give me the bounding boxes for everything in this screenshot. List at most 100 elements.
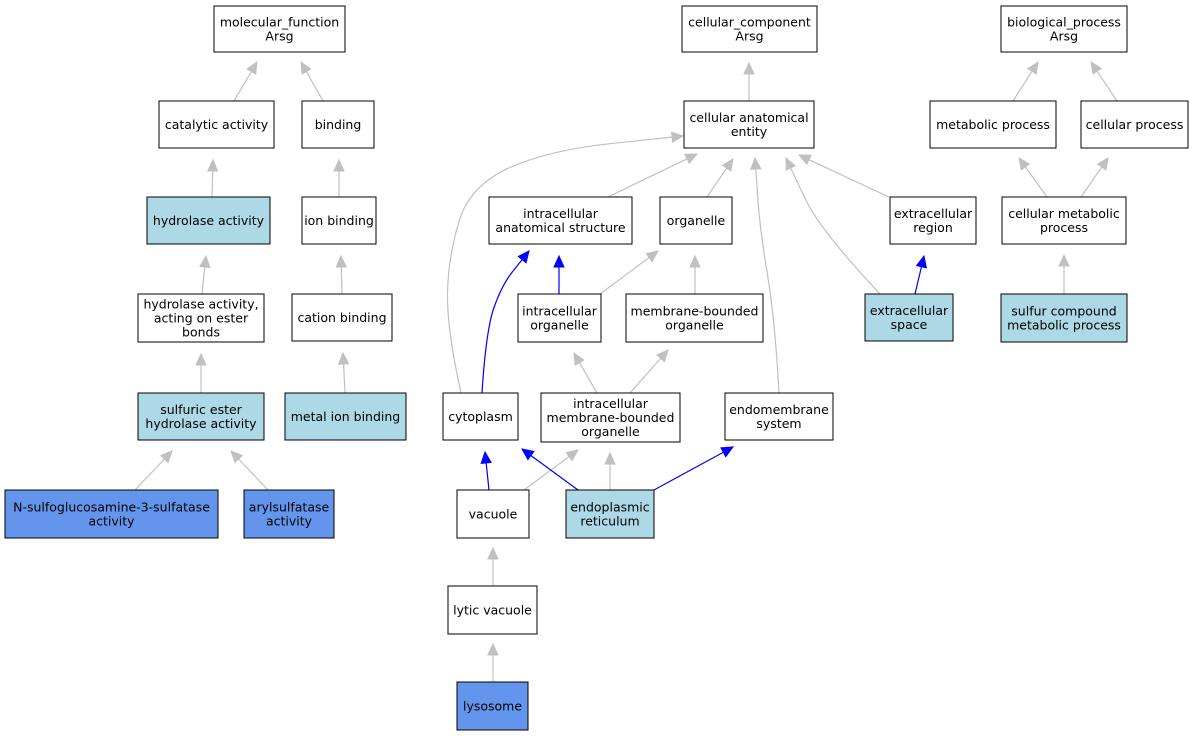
edge-lytic-to-vacuole bbox=[487, 546, 499, 586]
node-label-line: system bbox=[756, 416, 801, 431]
go-term-node-hydrolase[interactable]: hydrolase activity bbox=[146, 196, 271, 245]
node-label-line: space bbox=[891, 317, 928, 332]
edge-intraorg-to-ias-arrowhead bbox=[553, 254, 565, 268]
go-term-node-catalytic[interactable]: catalytic activity bbox=[158, 100, 275, 149]
edge-metalion-to-cationbinding-arrowhead bbox=[337, 351, 350, 365]
node-label-line: vacuole bbox=[469, 507, 518, 522]
edge-er-to-cytoplasm-line bbox=[530, 455, 579, 491]
edge-organelle-to-cae-line bbox=[706, 167, 728, 198]
go-term-node-ionbinding[interactable]: ion binding bbox=[301, 196, 377, 245]
edge-extraregion-to-cae-arrowhead bbox=[797, 154, 812, 166]
edge-cytoplasm-to-cae bbox=[446, 131, 685, 394]
edge-metabolic-to-bp-line bbox=[1012, 70, 1033, 102]
edge-imbo-to-membrorg-arrowhead bbox=[656, 349, 669, 363]
edge-endomemb-to-cae bbox=[750, 156, 780, 394]
edge-hydroester-to-hydrolase-line bbox=[201, 266, 206, 295]
node-label-line: sulfuric ester bbox=[160, 402, 242, 417]
node-box bbox=[565, 489, 655, 539]
edge-arylsulf-to-sulfuricester-line bbox=[238, 458, 269, 491]
edge-imbo-to-membrorg bbox=[629, 349, 669, 394]
edge-er-to-imbo-arrowhead bbox=[604, 451, 616, 465]
go-term-node-lytic[interactable]: lytic vacuole bbox=[447, 585, 538, 635]
node-box bbox=[301, 196, 377, 245]
node-box bbox=[1001, 196, 1127, 245]
node-label-line: organelle bbox=[667, 213, 726, 228]
go-term-node-organelle[interactable]: organelle bbox=[659, 196, 733, 245]
edge-cellproc-to-bp-arrowhead bbox=[1090, 60, 1103, 75]
edge-cellmetab-to-cellproc-line bbox=[1080, 166, 1103, 198]
node-label-line: cytoplasm bbox=[448, 409, 513, 424]
edge-imbo-to-intraorg-arrowhead bbox=[573, 351, 585, 366]
go-term-node-vacuole[interactable]: vacuole bbox=[456, 489, 530, 539]
edge-lytic-to-vacuole-arrowhead bbox=[487, 546, 499, 560]
edge-binding-to-mf-line bbox=[305, 71, 324, 102]
edge-ias-to-cae-arrowhead bbox=[684, 153, 699, 165]
edge-er-to-imbo bbox=[604, 451, 616, 490]
edge-cationbinding-to-ionbinding-arrowhead bbox=[335, 254, 348, 268]
go-term-node-metabolic[interactable]: metabolic process bbox=[929, 100, 1057, 149]
node-box bbox=[517, 293, 602, 343]
edge-imbo-to-intraorg bbox=[573, 351, 598, 394]
edge-ionbinding-to-binding bbox=[333, 158, 345, 197]
node-box bbox=[724, 392, 834, 441]
node-label-line: region bbox=[913, 220, 953, 235]
edge-extraspace-to-extraregion bbox=[914, 254, 927, 295]
node-label-line: membrane-bounded bbox=[547, 410, 675, 425]
node-label-line: Arsg bbox=[735, 29, 763, 44]
node-label-line: reticulum bbox=[580, 514, 639, 529]
edge-membrorg-to-organelle bbox=[689, 254, 701, 294]
edge-membrorg-to-organelle-arrowhead bbox=[689, 254, 701, 268]
go-term-node-cytoplasm[interactable]: cytoplasm bbox=[442, 392, 519, 441]
node-label-line: organelle bbox=[530, 318, 589, 333]
node-label-line: hydrolase activity bbox=[145, 416, 257, 431]
go-term-node-cationbinding[interactable]: cation binding bbox=[291, 293, 393, 342]
edge-cae-to-cc-arrowhead bbox=[743, 61, 755, 75]
edge-catalytic-to-mf-line bbox=[233, 71, 252, 102]
edge-organelle-to-cae-arrowhead bbox=[721, 158, 734, 172]
edge-nsulfo-to-sulfuricester bbox=[134, 450, 173, 491]
go-term-node-binding[interactable]: binding bbox=[301, 100, 375, 149]
node-label-line: N-sulfoglucosamine-3-sulfatase bbox=[13, 500, 210, 515]
go-term-node-metalion[interactable]: metal ion binding bbox=[284, 392, 407, 441]
edge-cellmetab-to-metabolic bbox=[1018, 157, 1048, 198]
node-box bbox=[137, 293, 265, 343]
edge-hydroester-to-hydrolase-arrowhead bbox=[199, 254, 211, 269]
edge-nsulfo-to-sulfuricester-arrowhead bbox=[159, 450, 173, 464]
go-term-node-cellproc[interactable]: cellular process bbox=[1080, 100, 1189, 149]
edge-arylsulf-to-sulfuricester bbox=[230, 450, 269, 491]
node-label-line: endoplasmic bbox=[570, 500, 649, 515]
edge-sulfuricester-to-hydroester bbox=[195, 352, 207, 393]
edge-ionbinding-to-binding-arrowhead bbox=[333, 158, 345, 172]
node-label-line: cellular_component bbox=[688, 15, 811, 30]
edge-hydrolase-to-catalytic bbox=[206, 158, 219, 198]
node-box bbox=[1000, 293, 1128, 343]
edge-cytoplasm-to-ias-arrowhead bbox=[517, 250, 530, 264]
node-label-line: ion binding bbox=[304, 213, 374, 228]
go-term-node-lysosome[interactable]: lysosome bbox=[456, 681, 529, 731]
node-box bbox=[540, 392, 681, 443]
node-box bbox=[213, 5, 346, 53]
node-box bbox=[683, 100, 815, 149]
edge-extraspace-to-cae-line bbox=[790, 167, 881, 295]
node-label-line: extracellular bbox=[894, 206, 973, 221]
edge-er-to-cytoplasm bbox=[521, 448, 579, 491]
